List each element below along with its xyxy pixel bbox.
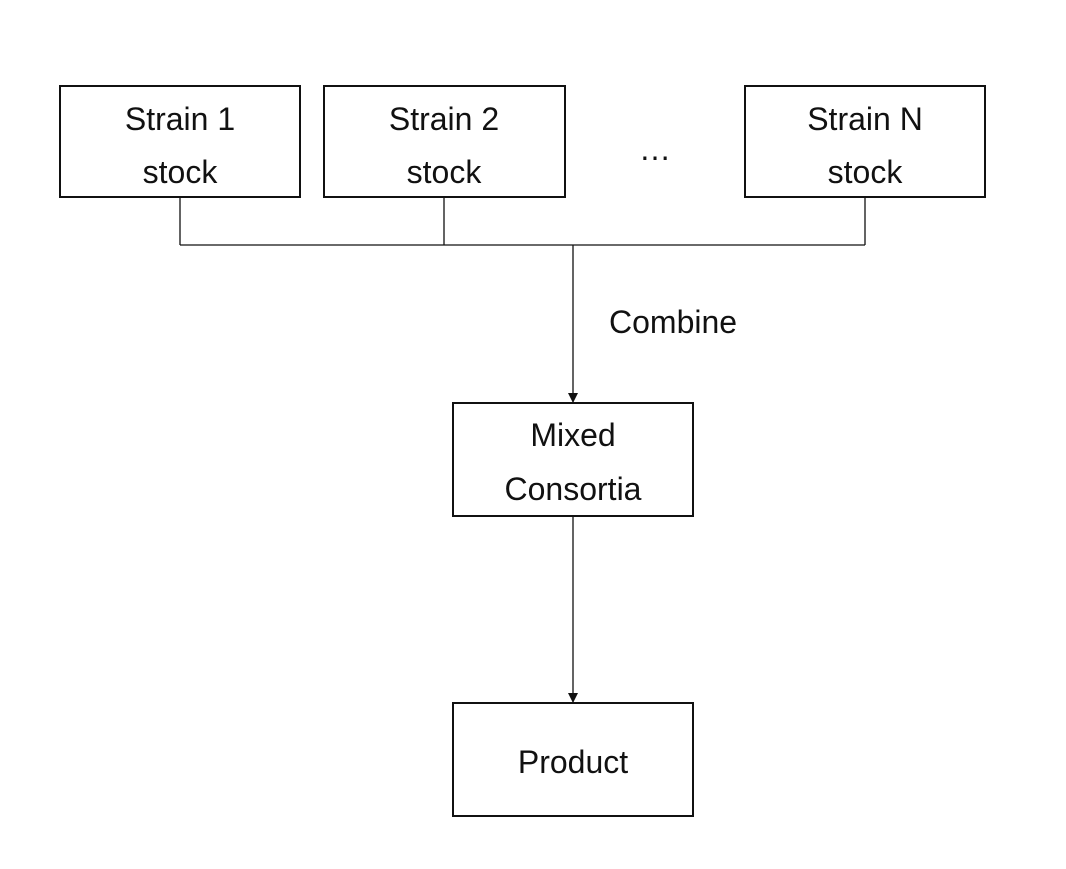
product-box: Product bbox=[453, 703, 693, 816]
combine-label: Combine bbox=[609, 304, 737, 340]
strain-n-stock-box: Strain N stock bbox=[745, 86, 985, 197]
consortia-label: Consortia bbox=[505, 471, 642, 507]
strain-1-label: Strain 1 bbox=[125, 101, 235, 137]
strain-n-label: Strain N bbox=[807, 101, 923, 137]
strain-2-label: Strain 2 bbox=[389, 101, 499, 137]
strain-2-stock-label: stock bbox=[407, 154, 483, 190]
strain-n-stock-label: stock bbox=[828, 154, 904, 190]
strain-2-stock-box: Strain 2 stock bbox=[324, 86, 565, 197]
mixed-consortia-box: Mixed Consortia bbox=[453, 403, 693, 516]
strain-1-stock-box: Strain 1 stock bbox=[60, 86, 300, 197]
product-label: Product bbox=[518, 744, 628, 780]
strain-1-stock-label: stock bbox=[143, 154, 219, 190]
ellipsis: … bbox=[639, 131, 671, 167]
merge-connector bbox=[180, 197, 865, 245]
mixed-label: Mixed bbox=[530, 417, 615, 453]
